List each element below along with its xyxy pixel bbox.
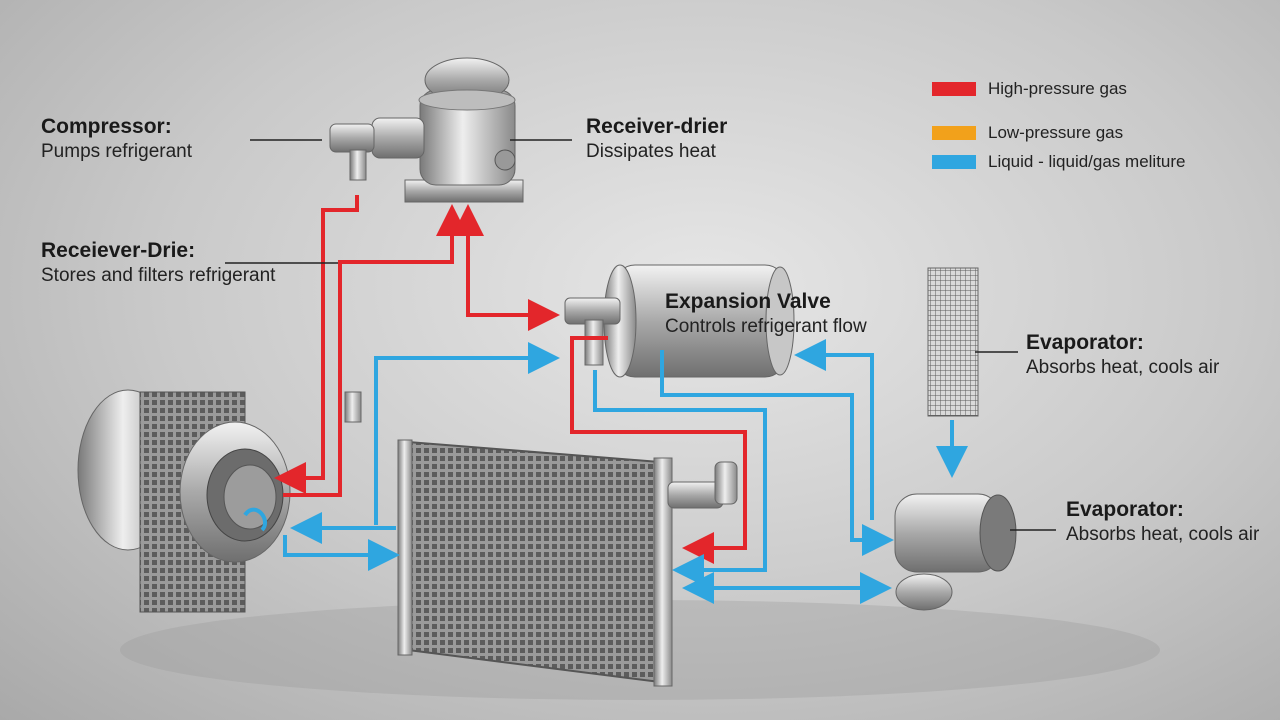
callout-expansion-valve: Expansion Valve Controls refrigerant flo… xyxy=(665,289,867,339)
callout-receiver-drier-left-title: Receiever-Drie: xyxy=(41,239,196,262)
callout-receiver-drier-left: Receiever-Drie: Stores and filters refri… xyxy=(41,238,275,288)
leader-lines xyxy=(225,139,1056,531)
callout-evaporator-bottom-title: Evaporator: xyxy=(1066,498,1184,521)
callout-evaporator-bottom-desc: Absorbs heat, cools air xyxy=(1066,524,1260,545)
callout-evaporator-top-desc: Absorbs heat, cools air xyxy=(1026,357,1220,378)
callout-compressor: Compressor: Pumps refrigerant xyxy=(41,114,192,164)
callout-receiver-drier-top-desc: Dissipates heat xyxy=(586,141,716,162)
blue-line-evaporator-to-valve xyxy=(794,339,874,520)
legend-label-liquid: Liquid - liquid/gas meliture xyxy=(988,152,1186,171)
red-line-valve-to-condenser xyxy=(570,336,747,564)
expansion-valve-component xyxy=(564,264,795,378)
compressor-component xyxy=(329,57,524,203)
blower-fan-component xyxy=(77,389,362,613)
legend-high-pressure: High-pressure gas xyxy=(932,79,1127,99)
blue-line-fan-coil xyxy=(243,507,267,532)
legend-swatch-liquid xyxy=(932,155,976,169)
red-line-compressor-to-valve xyxy=(452,204,560,331)
callout-expansion-valve-desc: Controls refrigerant flow xyxy=(665,316,867,337)
legend-label-high-pressure: High-pressure gas xyxy=(988,79,1127,98)
evaporator-core xyxy=(927,267,979,417)
evaporator-canister-component xyxy=(894,493,1017,611)
blue-line-fan-to-valve xyxy=(374,342,560,525)
legend-swatch-high-pressure xyxy=(932,82,976,96)
legend-liquid: Liquid - liquid/gas meliture xyxy=(932,152,1186,172)
callout-receiver-drier-top: Receiver-drier Dissipates heat xyxy=(586,114,727,164)
legend-low-pressure: Low-pressure gas xyxy=(932,123,1123,143)
callout-expansion-valve-title: Expansion Valve xyxy=(665,290,831,313)
callout-evaporator-top: Evaporator: Absorbs heat, cools air xyxy=(1026,330,1219,380)
callout-evaporator-top-title: Evaporator: xyxy=(1026,331,1144,354)
liquid-lines xyxy=(243,339,968,604)
condenser-component xyxy=(397,439,738,687)
callout-receiver-drier-top-title: Receiver-drier xyxy=(586,115,728,138)
callout-receiver-drier-left-desc: Stores and filters refrigerant xyxy=(41,265,276,286)
high-pressure-lines xyxy=(274,195,747,564)
callout-compressor-title: Compressor: xyxy=(41,115,172,138)
callout-compressor-desc: Pumps refrigerant xyxy=(41,141,193,162)
legend-swatch-low-pressure xyxy=(932,126,976,140)
blue-line-fan-to-condenser xyxy=(283,535,400,571)
red-line-compressor-to-fan xyxy=(274,195,359,494)
blue-line-valve-to-evaporator xyxy=(660,350,894,556)
blue-line-valve-to-condenser xyxy=(593,370,767,586)
callout-evaporator-bottom: Evaporator: Absorbs heat, cools air xyxy=(1066,497,1259,547)
legend-label-low-pressure: Low-pressure gas xyxy=(988,123,1124,142)
